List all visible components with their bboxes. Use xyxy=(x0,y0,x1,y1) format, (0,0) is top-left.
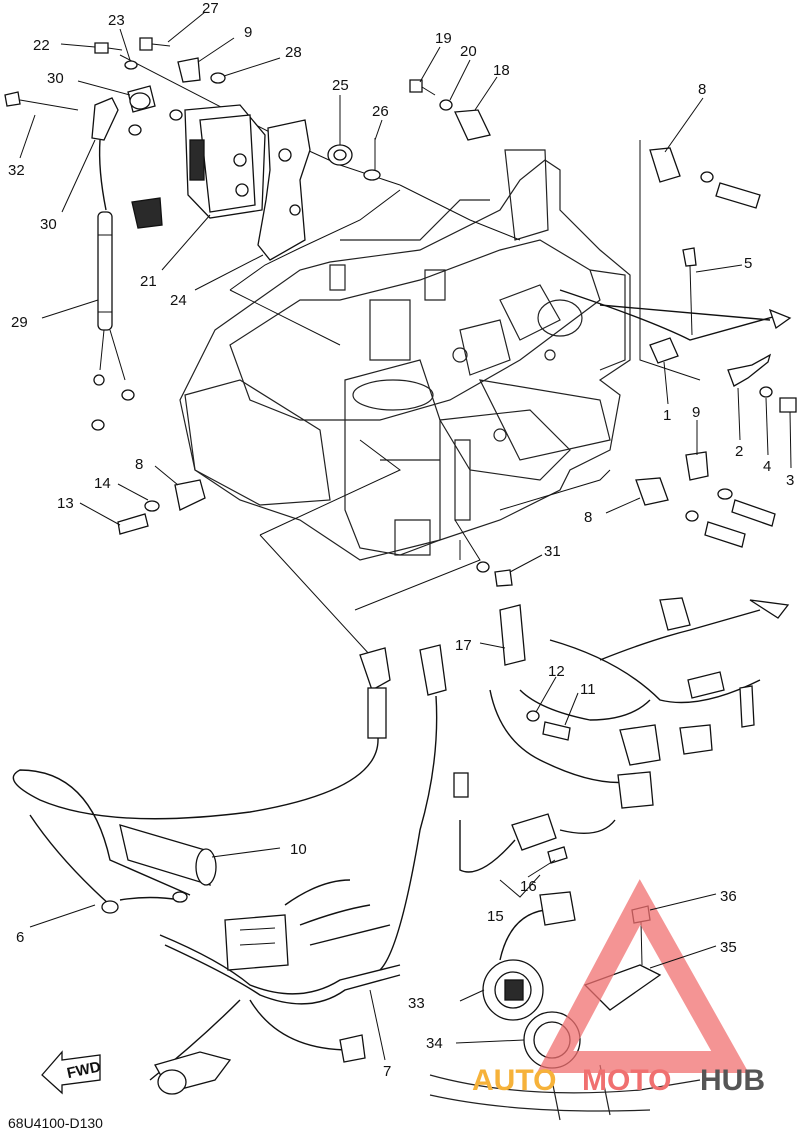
callout-8: 8 xyxy=(698,81,706,98)
callout-7: 7 xyxy=(383,1063,391,1080)
fwd-arrow: FWD xyxy=(41,1050,102,1095)
main-wiring-harness xyxy=(12,597,790,1095)
diagram-part-code: 68U4100-D130 xyxy=(8,1115,103,1131)
rectifier-regulator-assembly xyxy=(4,37,491,431)
callout-30: 30 xyxy=(47,70,64,87)
callout-leaders xyxy=(19,11,792,1061)
callout-13: 13 xyxy=(57,495,74,512)
callout-35: 35 xyxy=(720,939,737,956)
engine-block xyxy=(179,149,631,561)
callout-8: 8 xyxy=(135,456,143,473)
callout-33: 33 xyxy=(408,995,425,1012)
callout-20: 20 xyxy=(460,43,477,60)
watermark-text-hub: HUB xyxy=(700,1064,765,1097)
callout-12: 12 xyxy=(548,663,565,680)
right-side-parts xyxy=(117,147,797,666)
callout-22: 22 xyxy=(33,37,50,54)
callout-24: 24 xyxy=(170,292,187,309)
callout-18: 18 xyxy=(493,62,510,79)
callout-28: 28 xyxy=(285,44,302,61)
watermark-text-moto: MOTO xyxy=(582,1064,671,1097)
callout-9: 9 xyxy=(692,404,700,421)
watermark: AUTO MOTO HUB xyxy=(472,879,765,1097)
callout-5: 5 xyxy=(744,255,752,272)
callout-1: 1 xyxy=(663,407,671,424)
callout-27: 27 xyxy=(202,0,219,17)
callout-4: 4 xyxy=(763,458,771,475)
callout-14: 14 xyxy=(94,475,111,492)
callout-30: 30 xyxy=(40,216,57,233)
callout-36: 36 xyxy=(720,888,737,905)
callout-3: 3 xyxy=(786,472,794,489)
callout-29: 29 xyxy=(11,314,28,331)
callout-19: 19 xyxy=(435,30,452,47)
callout-6: 6 xyxy=(16,929,24,946)
callout-23: 23 xyxy=(108,12,125,29)
meter-assembly xyxy=(429,891,701,1121)
callout-9: 9 xyxy=(244,24,252,41)
callout-16: 16 xyxy=(520,878,537,895)
callout-21: 21 xyxy=(140,273,157,290)
callout-26: 26 xyxy=(372,103,389,120)
watermark-text-auto: AUTO xyxy=(472,1064,556,1097)
callout-25: 25 xyxy=(332,77,349,94)
callout-31: 31 xyxy=(544,543,561,560)
fwd-arrow-label: FWD xyxy=(65,1058,102,1082)
callout-8: 8 xyxy=(584,509,592,526)
callout-32: 32 xyxy=(8,162,25,179)
callout-34: 34 xyxy=(426,1035,443,1052)
callout-labels: 22 23 27 9 28 19 20 18 8 30 25 26 32 30 … xyxy=(8,0,794,1080)
callout-11: 11 xyxy=(580,681,596,698)
callout-2: 2 xyxy=(735,443,743,460)
callout-17: 17 xyxy=(455,637,472,654)
callout-10: 10 xyxy=(290,841,307,858)
callout-15: 15 xyxy=(487,908,504,925)
